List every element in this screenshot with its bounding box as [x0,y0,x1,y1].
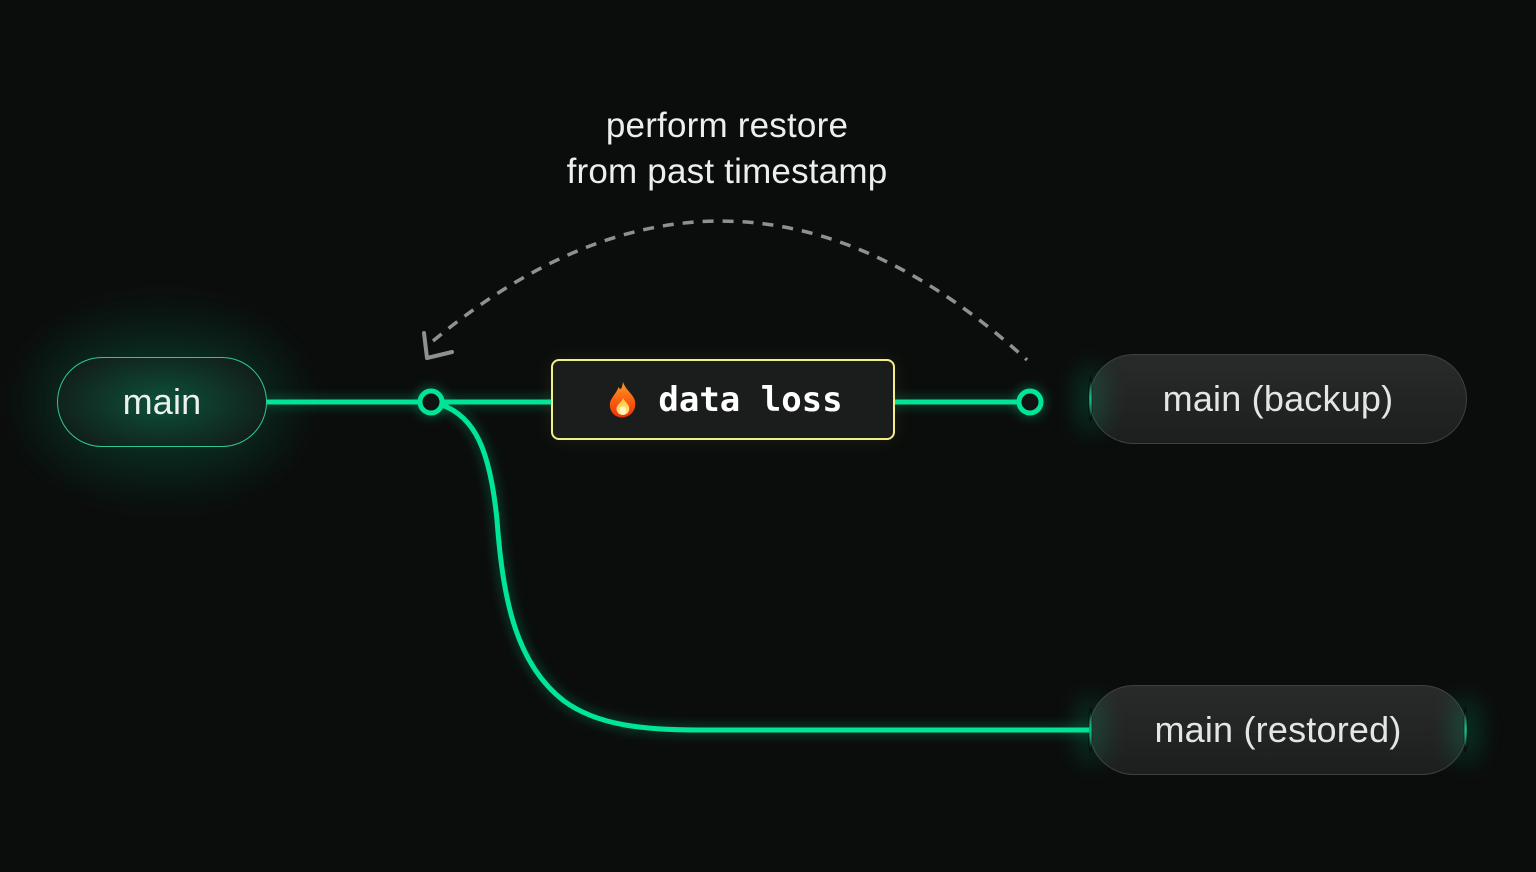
backup-point-node [1016,388,1044,416]
data-loss-event-box: data loss [551,359,895,440]
branch-main-pill: main [0,243,381,561]
restore-arrow-head-icon [422,331,454,360]
restore-annotation: perform restore from past timestamp [452,103,1002,195]
data-loss-label: data loss [658,379,843,420]
branch-backup-label: main (backup) [1162,378,1394,419]
branch-restored-label: main (restored) [1154,709,1402,750]
restore-arc-dashed-line [431,219,1029,362]
restore-annotation-line2: from past timestamp [566,152,888,191]
fire-icon [610,381,636,417]
restored-branch-line [439,402,1092,733]
branch-point-node [417,388,445,416]
branch-backup-pill: main (backup) [1088,354,1467,444]
branch-restored-pill: main (restored) [1088,685,1468,775]
restore-annotation-line1: perform restore [605,106,849,145]
branch-main-label: main [122,381,202,422]
